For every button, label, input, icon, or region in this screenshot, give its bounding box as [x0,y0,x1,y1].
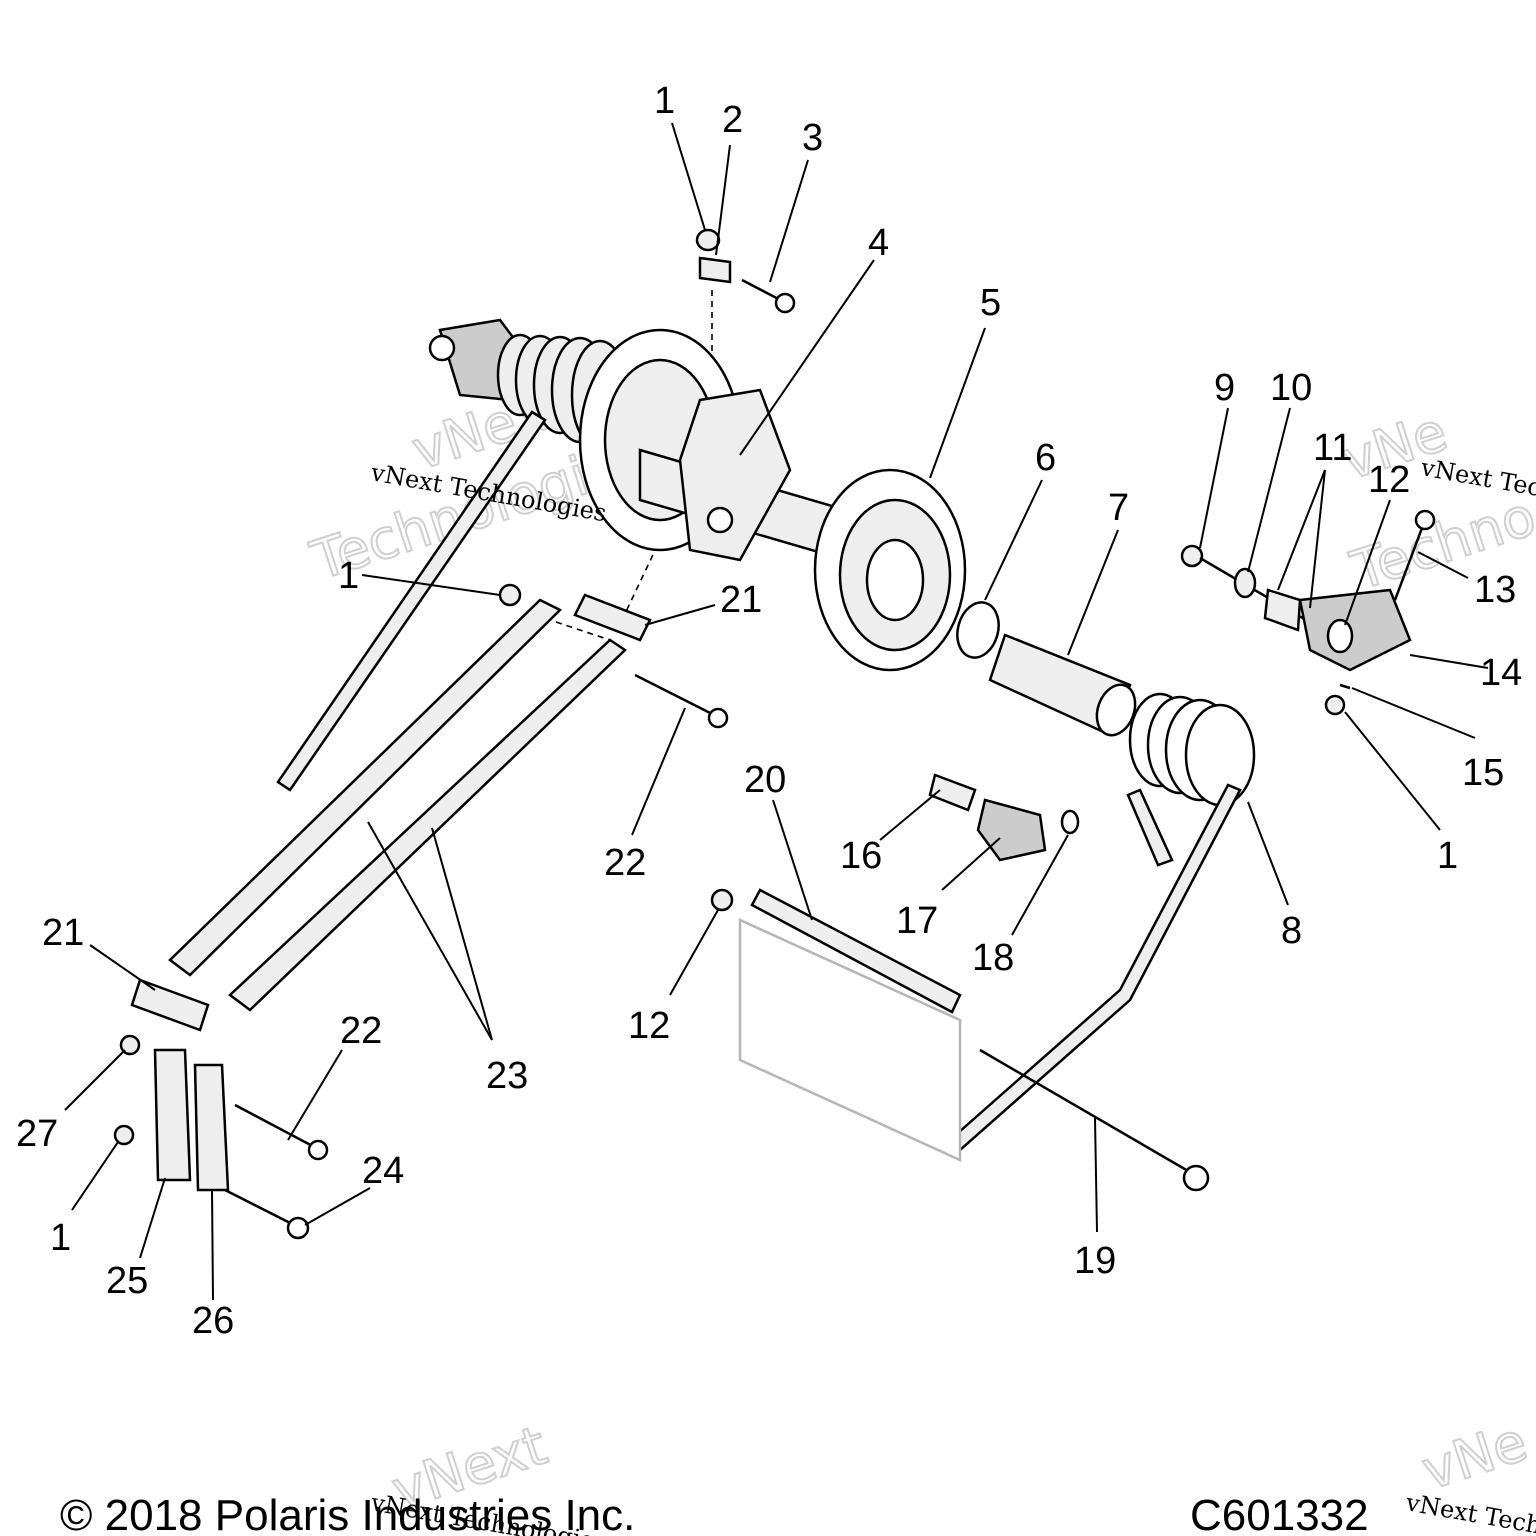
nut-part-12-mid [710,888,734,912]
bolt-part-24 [224,1188,301,1230]
callout-label: 10 [1270,367,1312,409]
callout-label: 21 [720,579,762,621]
callout-label: 23 [486,1055,528,1097]
bolt-part-22-lower-head [307,1139,329,1161]
nut-part-1-lower [113,1124,135,1146]
clamp-part-14 [1298,588,1412,672]
nut-part-27 [119,1034,141,1056]
rod-part-20 [750,888,962,1014]
bolt-part-3-head [774,292,796,314]
callout-label: 2 [722,99,743,141]
figure-id: C601332 [1190,1491,1369,1536]
center-fastener-cluster [928,773,1080,862]
bolt-part-13 [1393,519,1427,601]
callout-label: 17 [896,900,938,942]
spacer-part-16 [928,773,977,812]
retainer-part-17 [976,798,1047,862]
callout-label: 8 [1281,910,1302,952]
callout-label: 21 [42,912,84,954]
nut-part-1-right [1324,694,1346,716]
spacer-part-2 [698,256,732,284]
o-ring-part-6 [956,601,1000,659]
bushing-part-11 [1263,588,1302,632]
link-plate-part-26 [193,1063,230,1192]
callout-label: 27 [16,1113,58,1155]
callout-label: 1 [50,1217,71,1259]
long-strut-rod [276,410,547,792]
callout-label: 1 [1437,835,1458,877]
tube-part-21-upper [573,593,652,642]
bolt-part-13-head [1414,509,1436,531]
svg-text:vNe: vNe [1415,1410,1535,1503]
rails-part-23 [168,598,627,1012]
callout-label: 13 [1474,569,1516,611]
callout-label: 1 [654,80,675,122]
callout-label: 25 [106,1260,148,1302]
copyright-text: © 2018 Polaris Industries Inc. [60,1491,635,1536]
callout-label: 20 [744,759,786,801]
bolt-part-22-upper-head [707,707,729,729]
lower-link-assembly [113,1034,310,1240]
bolt-part-24-head [286,1216,310,1240]
top-fasteners [695,228,796,314]
callout-label: 18 [972,937,1014,979]
callout-label: 4 [868,222,889,264]
callout-label: 26 [192,1300,234,1342]
rail-upper [168,598,563,977]
callout-label: 12 [1368,459,1410,501]
right-fastener-cluster [1180,509,1436,716]
torsion-spring-part-8 [948,692,1256,1152]
callout-labels: 1 2 3 4 5 6 7 8 9 10 11 12 13 14 15 1 16… [16,80,1522,1342]
shock-bolt-head [428,334,456,362]
bolt-part-19-head [1182,1164,1210,1192]
nut-part-1-mid [498,583,522,607]
idler-wheel-bearing [865,538,925,622]
callout-label: 1 [338,555,359,597]
callout-label: 22 [604,842,646,884]
callout-label: 6 [1035,437,1056,479]
rail-lower [228,638,627,1012]
bolt-part-22-upper [634,673,721,720]
nut-part-9 [1180,544,1204,568]
watermark-text-4: vNext Technologies [1403,1488,1536,1536]
callout-label: 9 [1214,367,1235,409]
clamp-bore-part-12 [1326,618,1354,654]
tube-part-21-lower [130,978,210,1032]
callout-label: 14 [1480,652,1522,694]
bolt-part-19 [979,1048,1196,1177]
link-plate-part-25 [153,1048,192,1182]
callout-label: 19 [1074,1240,1116,1282]
washer-part-15 [1339,683,1351,690]
callout-label: 16 [840,835,882,877]
callout-label: 7 [1108,487,1129,529]
callout-label: 24 [362,1150,404,1192]
callout-label: 15 [1462,752,1504,794]
callout-label: 11 [1313,427,1352,469]
washer-part-18 [1060,809,1080,835]
bracket-hole [706,506,734,534]
leader-lines [64,122,1489,1301]
main-axle-assembly [428,318,967,672]
mount-bracket-part-20 [738,888,962,1162]
washer-part-10 [1233,567,1257,599]
callout-label: 12 [628,1005,670,1047]
tube-part-7 [988,633,1137,737]
callout-label: 22 [340,1010,382,1052]
bolt-part-22-lower [234,1103,321,1152]
callout-label: 5 [980,282,1001,324]
nut-part-1-top [695,228,721,252]
callout-label: 3 [802,117,823,159]
